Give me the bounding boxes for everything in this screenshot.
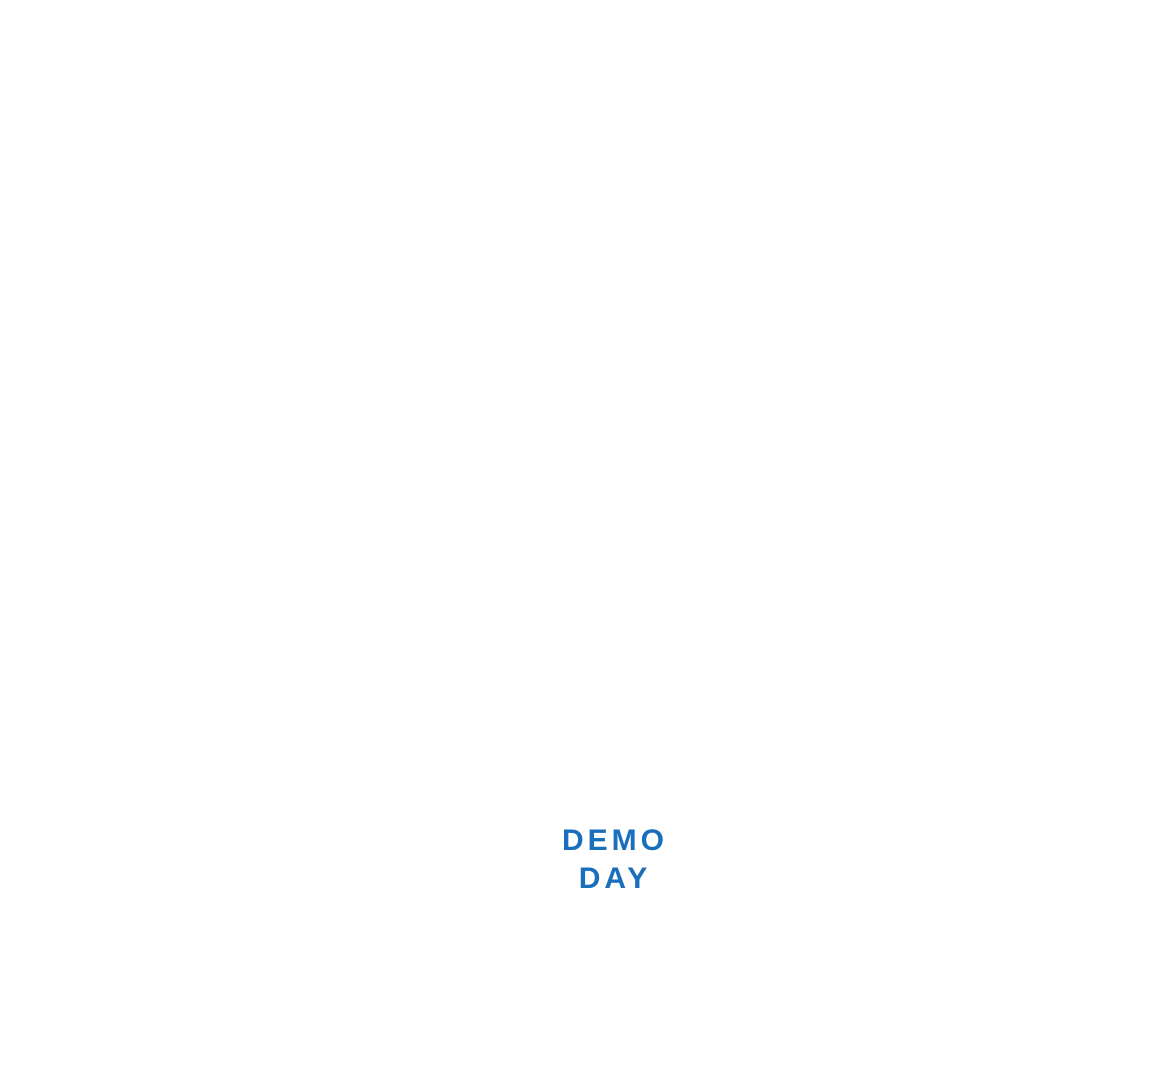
demo-day-logo: DEMO DAY	[505, 822, 725, 898]
logo-line-2: DAY	[578, 862, 652, 895]
logo-line-1: DEMO	[562, 824, 668, 857]
